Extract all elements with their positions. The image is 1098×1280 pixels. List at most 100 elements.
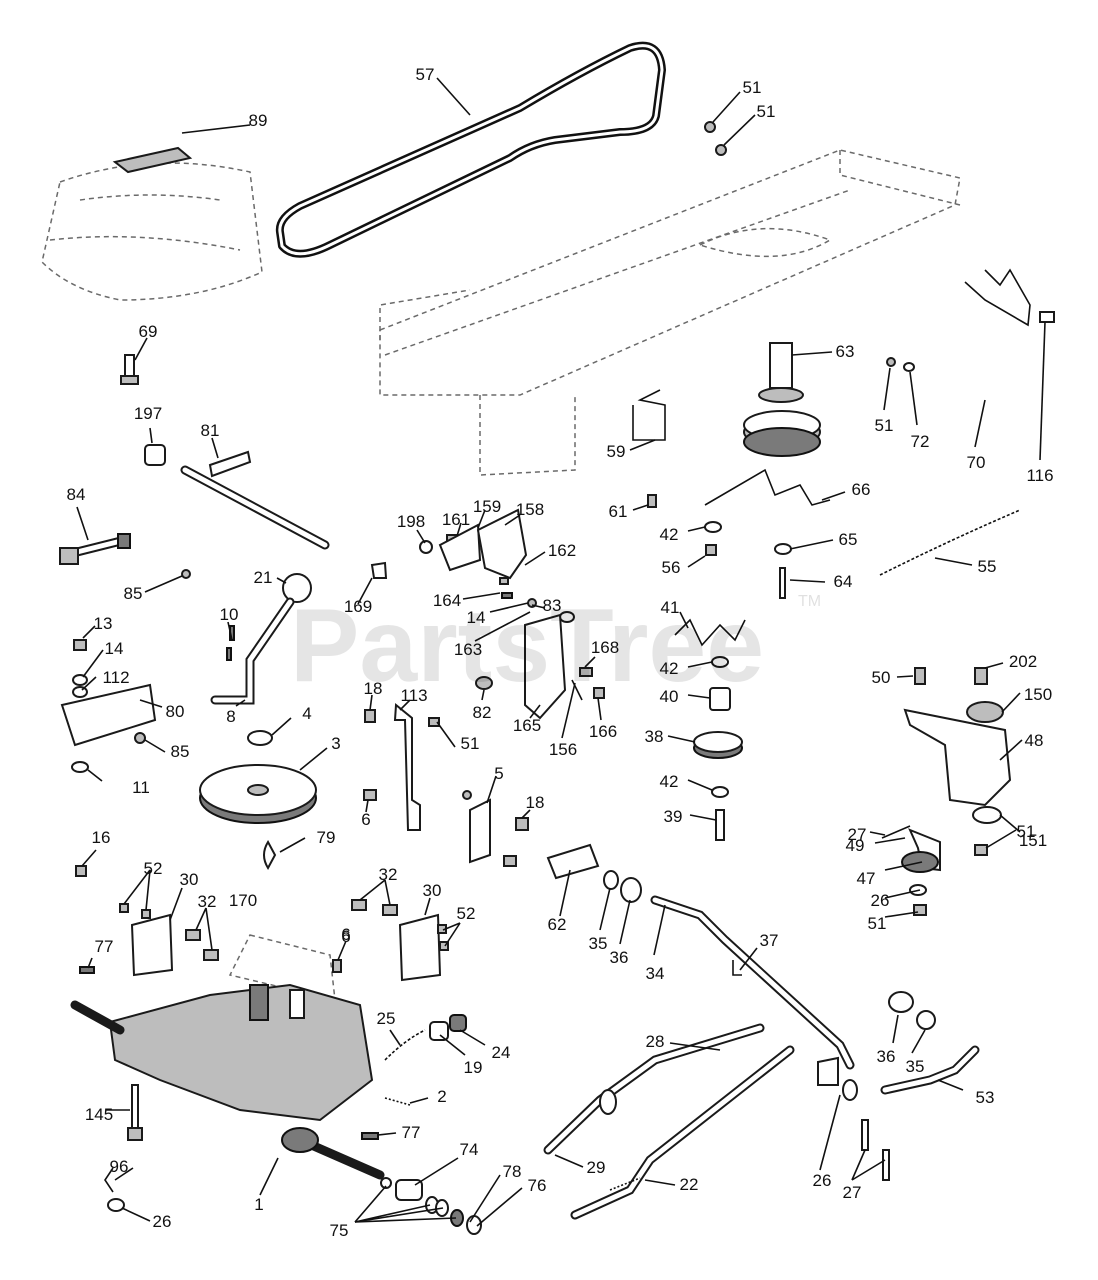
callout-number: 19 — [464, 1058, 483, 1077]
callout-number: 6 — [341, 927, 350, 946]
callout-number: 42 — [660, 659, 679, 678]
callout-number: 49 — [846, 836, 865, 855]
callout-number: 161 — [442, 510, 470, 529]
callout-number: 1 — [254, 1195, 263, 1214]
callout-number: 59 — [607, 442, 626, 461]
callout-number: 51 — [461, 734, 480, 753]
callout-number: 150 — [1024, 685, 1052, 704]
callout-number: 81 — [201, 421, 220, 440]
callout-number: 35 — [906, 1057, 925, 1076]
callout-number: 24 — [492, 1043, 511, 1062]
callout-number: 62 — [548, 915, 567, 934]
callout-number: 70 — [967, 453, 986, 472]
callout-number: 18 — [526, 793, 545, 812]
callout-number: 61 — [609, 502, 628, 521]
callout-number: 159 — [473, 497, 501, 516]
callout-number: 198 — [397, 512, 425, 531]
callout-number: 76 — [528, 1176, 547, 1195]
drive-belt — [275, 41, 666, 258]
callout-number: 51 — [757, 102, 776, 121]
callout-number: 77 — [402, 1123, 421, 1142]
callout-number: 85 — [124, 584, 143, 603]
callout-number: 51 — [868, 914, 887, 933]
callout-number: 14 — [467, 608, 486, 627]
callout-number: 40 — [660, 687, 679, 706]
callout-number: 37 — [760, 931, 779, 950]
callout-number: 168 — [591, 638, 619, 657]
callout-number: 84 — [67, 485, 86, 504]
callout-number: 26 — [153, 1212, 172, 1231]
callout-number: 169 — [344, 597, 372, 616]
callout-number: 29 — [587, 1158, 606, 1177]
callout-number: 22 — [680, 1175, 699, 1194]
callout-number: 69 — [139, 322, 158, 341]
callout-number: 56 — [662, 558, 681, 577]
callout-number: 53 — [976, 1088, 995, 1107]
callout-number: 80 — [166, 702, 185, 721]
watermark-text: PartsTree — [290, 588, 764, 704]
callout-number: 21 — [254, 568, 273, 587]
callout-number: 85 — [171, 742, 190, 761]
callout-number: 36 — [877, 1047, 896, 1066]
callout-number: 2 — [437, 1087, 446, 1106]
callout-number: 164 — [433, 591, 461, 610]
callout-number: 51 — [1017, 822, 1036, 841]
callout-number: 116 — [1026, 466, 1053, 485]
callout-number: 18 — [364, 679, 383, 698]
callout-number: 74 — [460, 1140, 479, 1159]
callout-number: 42 — [660, 525, 679, 544]
callout-number: 26 — [813, 1171, 832, 1190]
callout-number: 42 — [660, 772, 679, 791]
callout-number: 65 — [839, 530, 858, 549]
callout-number: 79 — [317, 828, 336, 847]
callout-number: 151 — [1019, 831, 1047, 850]
callout-number: 145 — [85, 1105, 113, 1124]
callout-number: 39 — [664, 807, 683, 826]
callout-number: 165 — [513, 716, 541, 735]
callout-number: 27 — [843, 1183, 862, 1202]
callout-leaders — [76, 77, 1046, 1227]
callout-number: 50 — [872, 668, 891, 687]
callout-number: 5 — [494, 764, 503, 783]
callout-number: 156 — [549, 740, 577, 759]
callout-number: 78 — [503, 1162, 522, 1181]
callout-number: 3 — [331, 734, 340, 753]
callout-number: 166 — [589, 722, 617, 741]
callout-number: 8 — [226, 707, 235, 726]
callout-number: 6 — [341, 925, 350, 944]
callout-number: 66 — [852, 480, 871, 499]
callout-number: 197 — [134, 404, 162, 423]
callout-number: 89 — [249, 111, 268, 130]
callout-number: 30 — [423, 881, 442, 900]
callout-number: 30 — [180, 870, 199, 889]
callout-number: 25 — [377, 1009, 396, 1028]
callout-number: 82 — [473, 703, 492, 722]
callout-number: 28 — [646, 1032, 665, 1051]
callout-number: 63 — [836, 342, 855, 361]
callout-number: 52 — [144, 859, 163, 878]
callout-number: 6 — [361, 810, 370, 829]
callout-number: 77 — [95, 937, 114, 956]
watermark-trademark: TM — [798, 593, 821, 610]
callout-number: 170 — [229, 891, 257, 910]
callout-number: 32 — [198, 892, 217, 911]
callout-number: 14 — [105, 639, 124, 658]
callout-number: 38 — [645, 727, 664, 746]
callout-number: 51 — [875, 416, 894, 435]
callout-number: 113 — [400, 686, 427, 705]
callout-number: 36 — [610, 948, 629, 967]
callout-number: 41 — [661, 598, 680, 617]
callout-number: 162 — [548, 541, 576, 560]
callout-number: 13 — [94, 614, 113, 633]
callout-number: 10 — [220, 605, 239, 624]
callout-number: 55 — [978, 557, 997, 576]
callout-number: 202 — [1009, 652, 1037, 671]
callout-number: 16 — [92, 828, 111, 847]
callout-number: 35 — [589, 934, 608, 953]
callout-number: 34 — [646, 964, 665, 983]
callout-number: 163 — [454, 640, 482, 659]
callout-number: 96 — [110, 1157, 129, 1176]
